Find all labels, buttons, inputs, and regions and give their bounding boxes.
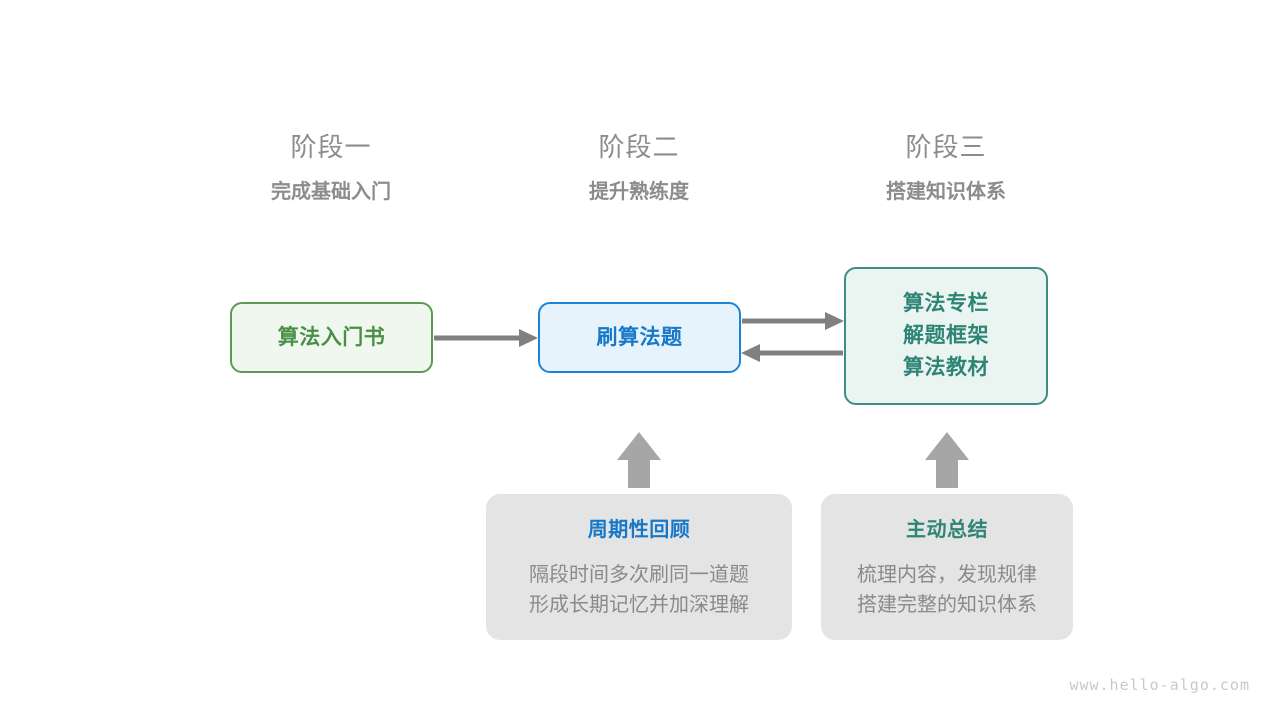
stage-header-3: 阶段三 搭建知识体系 — [846, 130, 1046, 206]
node-label-1: 算法专栏 — [903, 292, 989, 315]
stage-subtitle-2: 提升熟练度 — [589, 181, 689, 203]
node-label-2: 解题框架 — [903, 324, 989, 347]
node-label-3: 算法教材 — [903, 356, 989, 379]
note-body: 隔段时间多次刷同一道题 形成长期记忆并加深理解 — [529, 560, 749, 620]
note-card-active-summary[interactable]: 主动总结 梳理内容，发现规律 搭建完整的知识体系 — [821, 494, 1073, 640]
note-body-line-1: 梳理内容，发现规律 — [857, 564, 1037, 586]
stage-title-3: 阶段三 — [905, 132, 987, 162]
stage-header-2: 阶段二 提升熟练度 — [539, 130, 739, 206]
node-practice-problems[interactable]: 刷算法题 — [538, 302, 741, 373]
note-body-line-2: 搭建完整的知识体系 — [857, 594, 1037, 616]
arrow-green-to-blue — [434, 329, 538, 347]
note-title: 主动总结 — [906, 519, 988, 541]
stage-subtitle-3: 搭建知识体系 — [886, 181, 1006, 203]
arrow-review-up — [617, 432, 661, 488]
node-algorithm-intro-book[interactable]: 算法入门书 — [230, 302, 433, 373]
arrow-summary-up — [925, 432, 969, 488]
stage-title-1: 阶段一 — [290, 132, 372, 162]
note-card-periodic-review[interactable]: 周期性回顾 隔段时间多次刷同一道题 形成长期记忆并加深理解 — [486, 494, 792, 640]
node-knowledge-resources[interactable]: 算法专栏 解题框架 算法教材 — [844, 267, 1048, 405]
stage-title-2: 阶段二 — [598, 132, 680, 162]
stage-subtitle-1: 完成基础入门 — [271, 181, 391, 203]
node-label: 算法入门书 — [277, 325, 386, 349]
note-body-line-2: 形成长期记忆并加深理解 — [529, 594, 749, 616]
note-body-line-1: 隔段时间多次刷同一道题 — [529, 564, 749, 586]
arrow-teal-to-blue — [741, 344, 843, 362]
node-label: 刷算法题 — [596, 325, 683, 349]
note-body: 梳理内容，发现规律 搭建完整的知识体系 — [857, 560, 1037, 620]
stage-header-1: 阶段一 完成基础入门 — [231, 130, 431, 206]
footer-url: www.hello-algo.com — [1069, 676, 1250, 694]
arrow-blue-to-teal — [742, 312, 844, 330]
note-title: 周期性回顾 — [587, 519, 691, 541]
